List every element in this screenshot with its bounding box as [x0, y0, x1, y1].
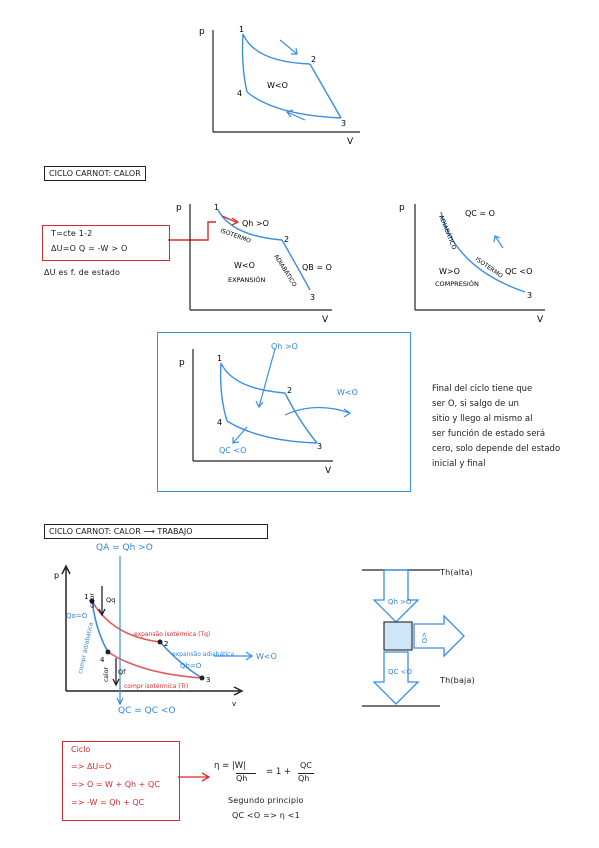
cycle-line3: => -W = Qh + QC	[71, 798, 145, 807]
note-line: sitio y llego al mismo al	[432, 414, 533, 424]
point-2: 2	[311, 55, 316, 64]
qb-zero-label: Qb=O	[180, 662, 202, 670]
point-3: 3	[527, 291, 532, 300]
qc-numerator: QC	[300, 761, 312, 770]
axis-p: p	[54, 571, 59, 580]
work-label: W<O	[234, 261, 255, 270]
expansion-label: EXPANSIÓN	[228, 275, 266, 284]
note-line: ser O, si salgo de un	[432, 399, 519, 409]
qo-zero-label: Qo=O	[66, 612, 88, 620]
qq-label: Qq	[106, 596, 115, 604]
isotherm-box: T=cte 1-2 ΔU=O Q = -W > O	[42, 225, 170, 261]
isothermal-expansion-label: expansão isotérmica (Tq)	[134, 631, 210, 638]
work-label: W>O	[439, 267, 460, 276]
axis-p: p	[176, 203, 182, 213]
point-4: 4	[217, 418, 222, 427]
point-1: 1	[84, 593, 88, 601]
qc-bottom-label: QC = QC <O	[118, 706, 176, 716]
section-title-target: TRABAJO	[157, 527, 193, 536]
point-3: 3	[341, 119, 346, 128]
point-3: 3	[206, 676, 210, 684]
section-title-calor: CICLO CARNOT: CALOR	[44, 166, 146, 181]
point-1: 1	[239, 25, 244, 34]
point-1: 1	[217, 354, 222, 363]
point-2: 2	[284, 235, 289, 244]
qa-top-label: QA = Qh >O	[96, 543, 153, 553]
compression-label: COMPRESIÓN	[435, 279, 479, 288]
pv-diagram-compression: p V 3 QC = O ADIABÁTICO ISOTERMO QC <O W…	[399, 203, 545, 325]
qc-zero-label: QC = O	[465, 209, 495, 218]
cycle-box: Ciclo => ΔU=O => O = W + Qh + QC => -W =…	[62, 741, 180, 821]
pv-diagram-carnot-colored: p v 1 2 3 4 calor calor Qq Qf expansão i…	[54, 556, 277, 708]
state-function-explanation: Final del ciclo tiene que ser O, si salg…	[432, 382, 592, 472]
axis-v: V	[325, 466, 332, 476]
adiabatic-expansion-label: expansão adiabática	[172, 651, 234, 658]
efficiency-formula: η = |W| Qh = 1 + QC Qh	[214, 759, 364, 789]
red-connector	[168, 221, 216, 241]
isotherm-line1: T=cte 1-2	[51, 229, 93, 238]
qh-label: Qh >O	[242, 219, 269, 228]
work-label: <O	[420, 632, 428, 644]
qc-label: QC <O	[219, 446, 246, 455]
isotherm-label: ISOTERMO	[219, 227, 252, 245]
section-title-text: CICLO CARNOT: CALOR	[49, 527, 141, 536]
second-principle-condition: QC <O => η <1	[232, 811, 300, 820]
axis-v: v	[232, 700, 236, 708]
cycle-title: Ciclo	[71, 745, 91, 754]
point-2: 2	[164, 640, 168, 648]
point-1: 1	[214, 203, 219, 212]
full-cycle-frame	[157, 332, 411, 492]
pv-diagram-top: p V 1 2 3 4 W<O	[199, 25, 360, 147]
point-2: 2	[287, 386, 292, 395]
eta-denominator: Qh	[236, 773, 256, 783]
point-4: 4	[100, 656, 105, 664]
point-3: 3	[310, 293, 315, 302]
red-arrow-icon	[178, 772, 211, 782]
note-line: cero, solo depende del estado	[432, 444, 561, 454]
hot-reservoir-label: Th(alta)	[440, 568, 473, 577]
axis-p: p	[399, 203, 405, 213]
point-3: 3	[317, 442, 322, 451]
qb-label: QB = O	[302, 263, 332, 272]
isotherm-line2: ΔU=O Q = -W > O	[51, 244, 128, 253]
state-function-note: ΔU es f. de estado	[44, 268, 121, 277]
adiabatic-label: ADIABÁTICO	[272, 253, 298, 288]
work-label: W<O	[337, 388, 358, 397]
work-label: W<O	[256, 652, 277, 661]
note-line: Final del ciclo tiene que	[432, 384, 533, 394]
adiabatic-label: ADIABÁTICO	[437, 214, 457, 251]
second-principle-label: Segundo principio	[228, 796, 304, 805]
adiabatic-compression-label: compr adiabática	[77, 621, 95, 674]
pv-diagram-full-cycle: p V 1 2 3 4 Qh >O QC <O W<O	[179, 342, 358, 476]
pv-diagram-expansion: p V 1 2 3 Qh >O ISOTERMO ADIABÁTICO W<O …	[176, 203, 332, 325]
axis-v: V	[322, 315, 329, 325]
point-4: 4	[237, 89, 242, 98]
arrow-right-icon: ⟶	[143, 527, 158, 536]
axis-p: p	[199, 27, 205, 37]
cold-reservoir-label: Th(baja)	[440, 676, 475, 685]
qh-label: Qh >O	[271, 342, 298, 351]
eta-right: = 1 +	[266, 767, 292, 777]
qc-lt-label: QC <O	[505, 267, 532, 276]
axis-v: V	[537, 315, 544, 325]
note-line: ser función de estado será	[432, 429, 546, 439]
calor-label-top: calor	[89, 593, 96, 608]
heat-engine-schematic: Qh >O QC <O <O	[362, 569, 465, 707]
eta-numerator: η = |W|	[214, 761, 247, 771]
work-label: W<O	[267, 81, 288, 90]
qh-label: Qh >O	[388, 598, 412, 606]
axis-p: p	[179, 358, 185, 368]
section-title-calor-trabajo: CICLO CARNOT: CALOR ⟶ TRABAJO	[44, 524, 268, 539]
cycle-line2: => O = W + Qh + QC	[71, 780, 160, 789]
calor-label-bottom: calor	[103, 667, 110, 682]
isothermal-compression-label: compr isotérmica (Tr)	[124, 683, 188, 690]
axis-v: V	[347, 137, 354, 147]
qc-label: QC <O	[388, 668, 412, 676]
note-line: inicial y final	[432, 459, 486, 469]
cycle-line1: => ΔU=O	[71, 762, 112, 771]
qf-label: Qf	[118, 668, 126, 676]
qh-denominator: Qh	[298, 773, 314, 783]
